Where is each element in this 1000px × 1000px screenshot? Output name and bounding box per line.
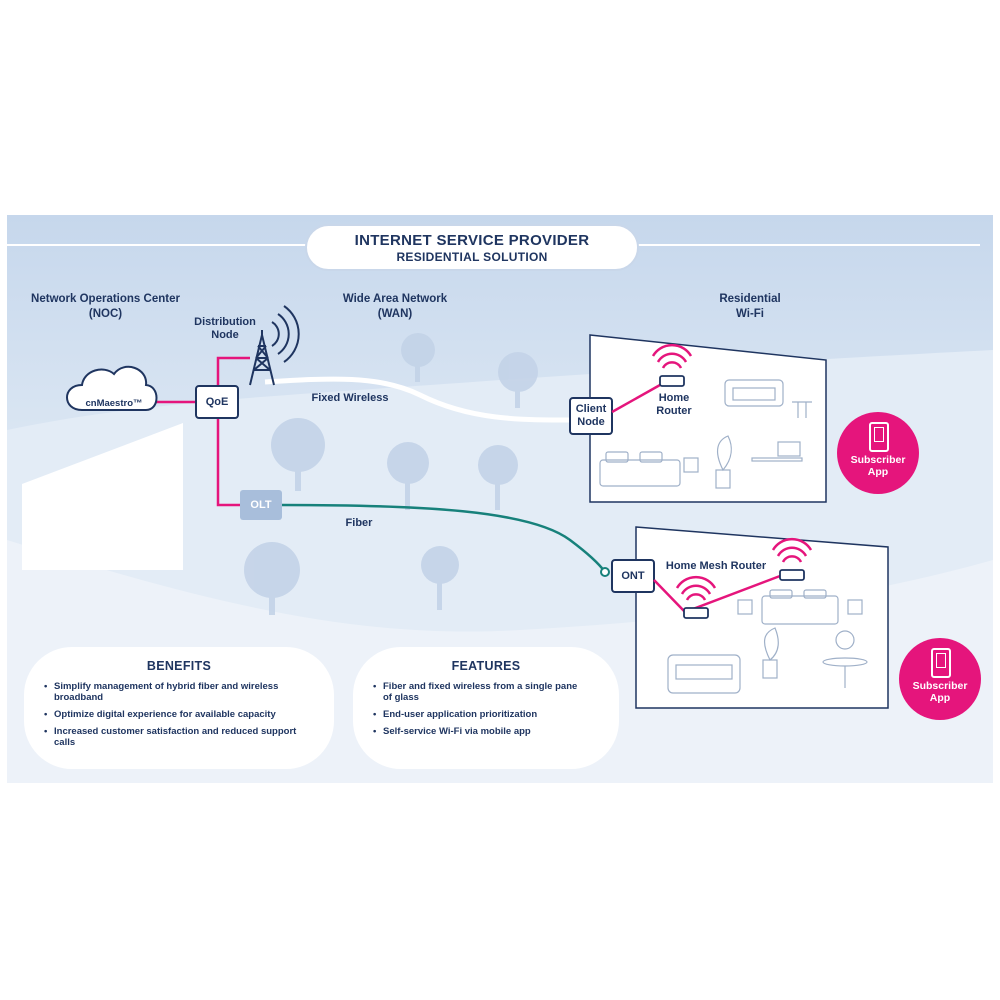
subscriber-app-label-1: Subscriber App xyxy=(837,454,919,478)
fiber-connector xyxy=(600,567,610,577)
home-router-label-line-1: Home xyxy=(658,392,690,404)
qoe-tower-link xyxy=(216,356,250,388)
features-card: FEATURES Fiber and fixed wireless from a… xyxy=(353,647,619,769)
client-node-label-line-2: Node xyxy=(577,416,605,428)
features-list: Fiber and fixed wireless from a single p… xyxy=(353,681,619,737)
feature-item: Self-service Wi-Fi via mobile app xyxy=(373,726,603,737)
feature-item: End-user application prioritization xyxy=(373,709,603,720)
noc-heading: Network Operations Center (NOC) xyxy=(18,292,193,322)
subscriber-app-label-2-line-1: Subscriber xyxy=(912,680,968,692)
title-banner: INTERNET SERVICE PROVIDER RESIDENTIAL SO… xyxy=(305,224,639,271)
client-node-box xyxy=(569,397,613,435)
residential-heading: Residential Wi-Fi xyxy=(700,292,800,322)
distribution-node-label-line-1: Distribution xyxy=(194,316,256,328)
residential-heading-line-2: Wi-Fi xyxy=(736,308,764,320)
subscriber-app-badge-1: Subscriber App xyxy=(837,412,919,494)
cnmaestro-label: cnMaestro™ xyxy=(85,398,143,409)
benefit-item: Increased customer satisfaction and redu… xyxy=(44,726,299,748)
wan-heading-line-1: Wide Area Network xyxy=(342,293,448,305)
qoe-box xyxy=(195,385,239,419)
subscriber-app-label-1-line-2: App xyxy=(867,466,889,478)
ont-box xyxy=(611,559,655,593)
fixed-wireless-label: Fixed Wireless xyxy=(311,392,389,404)
benefits-heading: BENEFITS xyxy=(146,659,212,673)
benefits-list: Simplify management of hybrid fiber and … xyxy=(24,681,334,748)
phone-icon xyxy=(869,422,889,452)
benefit-item: Optimize digital experience for availabl… xyxy=(44,709,324,720)
wan-heading: Wide Area Network (WAN) xyxy=(325,292,465,322)
client-node-label: Client Node xyxy=(570,403,612,429)
ont-label: ONT xyxy=(621,570,645,582)
tree xyxy=(498,352,538,408)
subscriber-app-label-2: Subscriber App xyxy=(899,680,981,704)
olt-box xyxy=(240,490,282,520)
noc-heading-line-2: (NOC) xyxy=(88,308,123,320)
distribution-node-label: Distribution Node xyxy=(185,316,265,342)
subscriber-app-badge-2: Subscriber App xyxy=(899,638,981,720)
tree xyxy=(478,445,518,510)
feature-item: Fiber and fixed wireless from a single p… xyxy=(373,681,588,703)
house-1 xyxy=(589,334,827,503)
fiber-label: Fiber xyxy=(345,517,373,529)
benefits-card: BENEFITS Simplify management of hybrid f… xyxy=(24,647,334,769)
mesh-node-1-wifi-icon xyxy=(675,575,717,601)
distribution-node-label-line-2: Node xyxy=(211,329,239,341)
cnmaestro-cloud xyxy=(66,365,158,411)
benefit-item: Simplify management of hybrid fiber and … xyxy=(44,681,299,703)
phone-icon xyxy=(931,648,951,678)
noc-heading-line-1: Network Operations Center xyxy=(31,293,180,305)
fiber-link xyxy=(281,503,607,573)
mesh-node-1 xyxy=(683,607,709,619)
tree xyxy=(271,418,325,491)
home-router-label: Home Router xyxy=(646,392,702,418)
furniture xyxy=(599,379,868,694)
subscriber-app-label-1-line-1: Subscriber xyxy=(850,454,906,466)
mesh-node-2-wifi-icon xyxy=(771,537,813,563)
title-line-1: INTERNET SERVICE PROVIDER xyxy=(354,232,590,249)
trees xyxy=(244,333,538,615)
tree xyxy=(244,542,300,615)
client-router-link xyxy=(611,383,661,414)
qoe-label: QoE xyxy=(205,396,229,408)
home-router-device xyxy=(659,375,685,387)
fixed-wireless-link xyxy=(264,376,571,423)
noc-building xyxy=(22,423,183,570)
wan-heading-line-2: (WAN) xyxy=(377,308,413,320)
home-router-label-line-2: Router xyxy=(656,405,692,417)
tree xyxy=(421,546,459,610)
title-line-2: RESIDENTIAL SOLUTION xyxy=(396,250,548,264)
subscriber-app-label-2-line-2: App xyxy=(929,692,951,704)
distribution-tower xyxy=(249,305,300,386)
tree xyxy=(387,442,429,510)
olt-label: OLT xyxy=(250,499,272,511)
features-heading: FEATURES xyxy=(451,659,521,673)
mesh-node-2 xyxy=(779,569,805,581)
qoe-olt-link xyxy=(216,418,240,507)
home-router-wifi-icon xyxy=(651,343,693,369)
home-mesh-router-label: Home Mesh Router xyxy=(665,560,767,572)
tree xyxy=(401,333,435,382)
residential-heading-line-1: Residential xyxy=(719,293,781,305)
client-node-label-line-1: Client xyxy=(575,403,607,415)
